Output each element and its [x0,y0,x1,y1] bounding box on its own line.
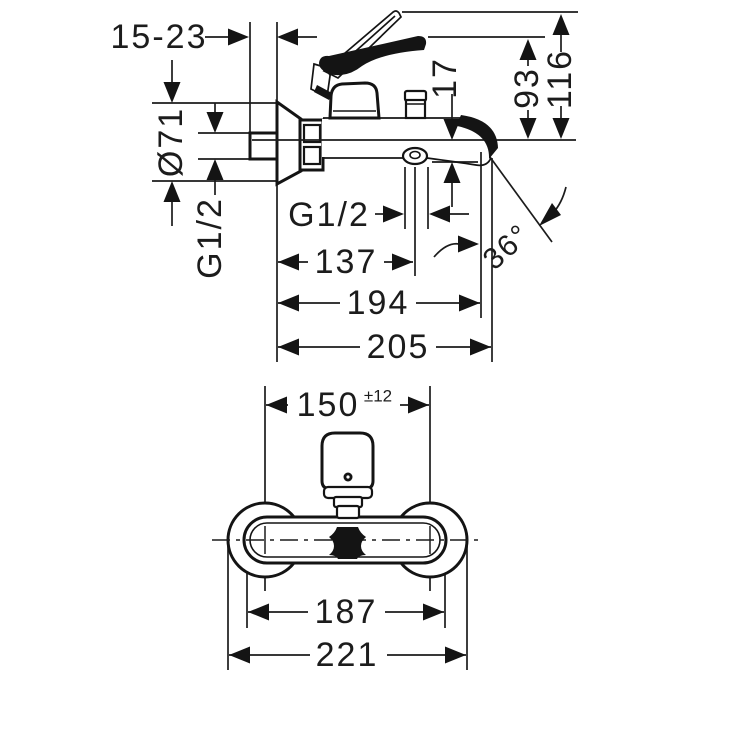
shower-outlet [401,146,429,166]
dim-escutcheon-diameter: Ø71 [152,107,190,177]
spout-mouth [457,115,498,159]
dim-height-to-spout: 93 [508,67,546,109]
dim-body-width: 187 [315,593,378,631]
front-view-arrowheads [229,396,466,664]
side-view-dimension-lines [171,35,567,362]
dim-height-overall: 116 [541,49,579,109]
dim-wall-to-spout-inner: 194 [347,284,410,322]
angle-leader-left [433,242,460,258]
dim-spout-drop: 17 [426,57,464,99]
cartridge-dome [328,81,381,120]
dim-connection-tolerance: ±12 [364,387,392,406]
handle-lever [319,36,427,76]
dim-wall-depth: 15-23 [111,18,208,56]
spout-angle-line [489,156,553,243]
spout-underside [426,157,492,167]
spout-front [329,527,366,559]
front-view-dimension-lines [229,389,466,670]
wall-union [248,131,279,161]
front-view-faucet [212,431,484,579]
side-view-faucet [248,10,576,187]
dim-overall-width: 221 [316,636,379,674]
dim-spout-angle: 36° [477,218,537,277]
dim-wall-to-outlet: 137 [315,243,378,281]
dim-wall-to-spout-tip: 205 [367,328,430,366]
handle-ghost-raised [322,10,403,80]
side-view: 15-23 Ø71 G1/2 17 93 116 G1/2 137 194 20… [111,10,579,366]
dim-connection-centers: 150 [297,386,360,424]
side-view-extension-lines [152,11,578,362]
front-view: 150 ±12 187 221 [212,386,484,674]
dim-outlet-thread: G1/2 [288,196,370,234]
side-view-arrowheads [163,14,570,356]
escutcheon-side [275,99,303,187]
dim-inlet-thread: G1/2 [191,197,229,279]
